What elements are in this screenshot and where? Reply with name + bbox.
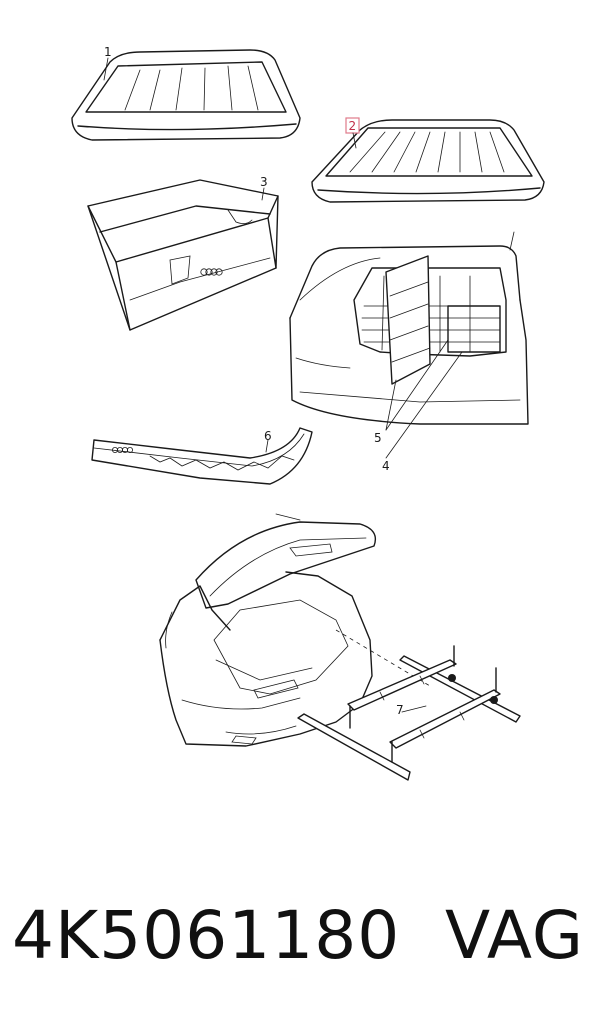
part-1-luggage-tray: 1 — [71, 45, 301, 141]
callout-4: 4 — [382, 459, 390, 473]
part-3-storage-box: 3 — [87, 175, 279, 331]
part-2-rubber-mat: 2 — [311, 117, 545, 203]
callout-6: 6 — [264, 429, 272, 443]
part-7-car-rear-load-bars: 7 — [159, 513, 521, 781]
rail-fixing-icon — [448, 674, 498, 704]
callout-1: 1 — [104, 45, 112, 59]
part-info-footer: 4K5061180 VAG — [0, 885, 600, 985]
part-6-sill-protector: 6 — [91, 427, 313, 485]
callout-3: 3 — [260, 175, 268, 189]
parts-diagram: 1 2 3 — [71, 45, 545, 781]
rings-logo-icon — [112, 446, 134, 453]
callout-2: 2 — [349, 119, 357, 133]
callout-5: 5 — [374, 431, 382, 445]
part-4-5-partition-net: 5 4 — [289, 231, 529, 473]
brand-name: VAG — [444, 896, 584, 974]
callout-2-highlight-box — [345, 117, 360, 134]
part-number: 4K5061180 — [12, 896, 401, 974]
callout-7: 7 — [396, 703, 404, 717]
